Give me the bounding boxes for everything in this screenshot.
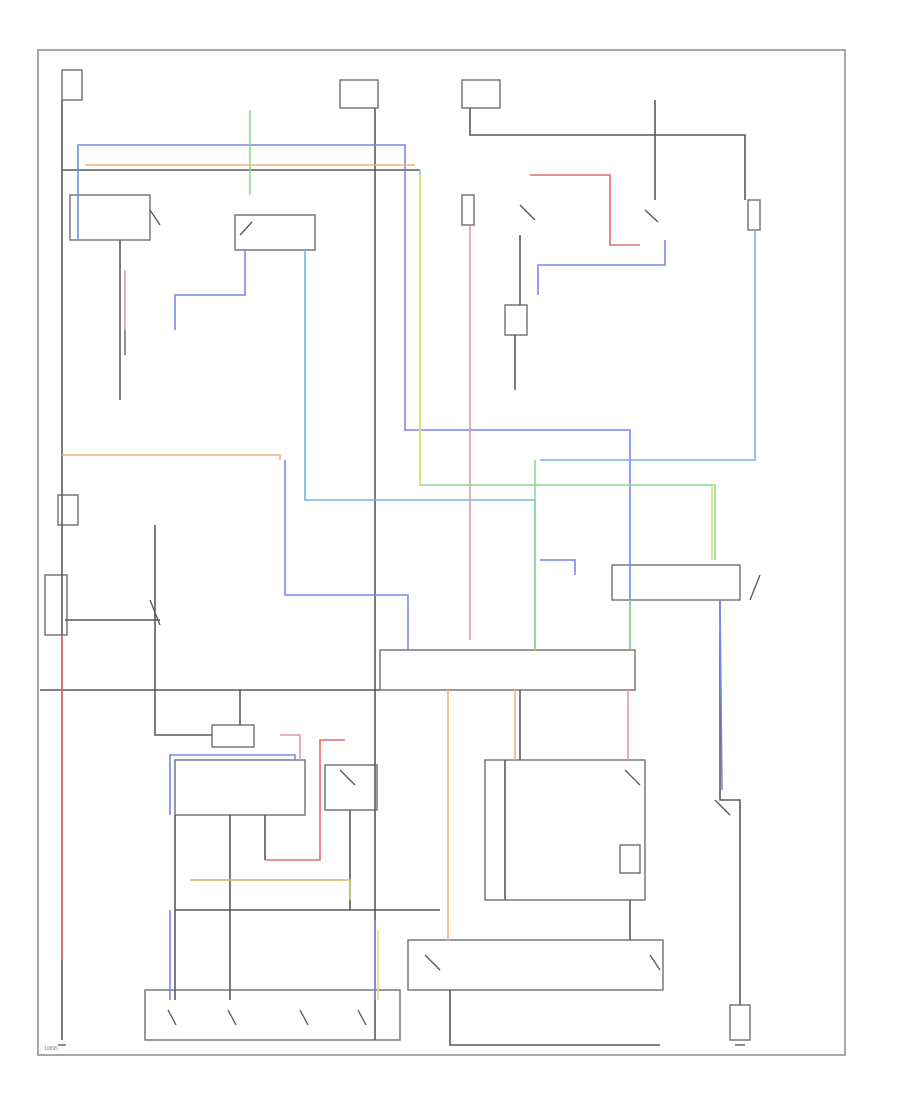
- fuse-box-top-left: [61, 69, 83, 101]
- relay-box-left-center: [234, 214, 316, 251]
- relay-box-right: [611, 564, 741, 601]
- resistor-far-right: [747, 199, 761, 231]
- relay-box-left: [69, 194, 151, 241]
- black-wires: [40, 100, 746, 1046]
- switch-symbols: [124, 204, 761, 1026]
- relay-lower-center: [324, 764, 378, 811]
- orange-wires: [62, 164, 516, 940]
- relay-box-left-mid: [44, 574, 68, 636]
- resistor-top-right: [461, 194, 475, 226]
- control-unit: [379, 649, 636, 691]
- green-wires: [249, 110, 716, 650]
- yellow-wires: [190, 175, 713, 1000]
- fuse-box-top-center: [339, 79, 379, 109]
- light-blue-wires: [304, 230, 756, 650]
- blue-wires: [77, 144, 723, 1000]
- blower-motor: [211, 724, 255, 748]
- switch-panel-bottom-left: [144, 989, 401, 1041]
- fuse-box-top-center-right: [461, 79, 501, 109]
- diagram-frame: [37, 49, 846, 1056]
- fuse-box-left-mid: [57, 494, 79, 526]
- blower-resistor: [174, 759, 306, 816]
- switch-panel-bottom: [407, 939, 664, 991]
- red-wires: [61, 174, 640, 960]
- relay-box-lower-right: [484, 759, 646, 901]
- resistor-lower-right: [619, 844, 641, 874]
- relay-box-right-center: [504, 304, 528, 336]
- sensor-bottom-right: [729, 1004, 751, 1041]
- footer-code: 10895: [44, 1046, 58, 1052]
